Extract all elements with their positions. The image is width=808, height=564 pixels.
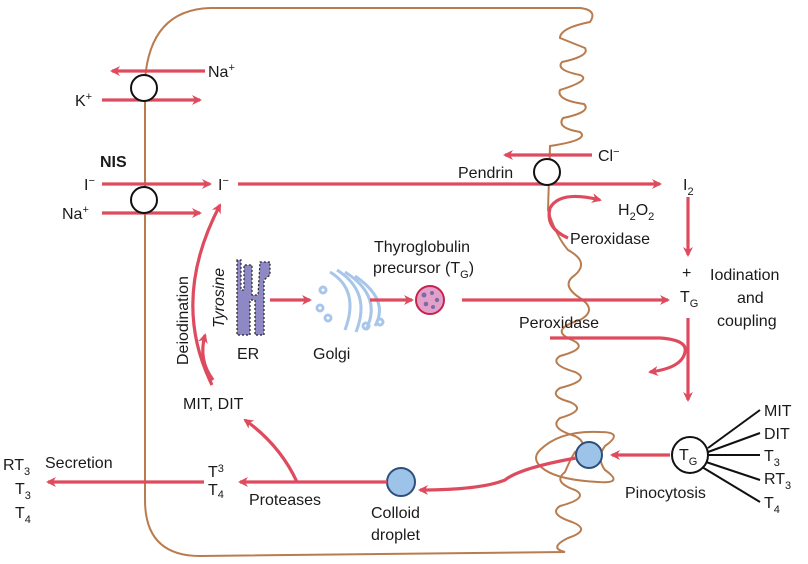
tg-component-rt3: RT3: [764, 471, 791, 492]
proteases-label: Proteases: [249, 492, 321, 509]
i2-label: I2: [683, 177, 694, 198]
tg-component-t3: T3: [764, 448, 780, 469]
pendrin-transporter: [533, 158, 561, 186]
follicular-cell: [144, 7, 594, 558]
er-icon: [236, 259, 271, 336]
iodination-line1: Iodination: [710, 267, 779, 284]
chloride-label: Cl−: [598, 146, 620, 165]
k-label: K+: [75, 91, 92, 110]
vesicle-droplet: [575, 441, 603, 469]
secreted-t4: T4: [15, 505, 31, 526]
iodide-outside-label: I−: [84, 175, 95, 194]
colloid-line2: droplet: [371, 527, 420, 544]
golgi-icon: [315, 268, 385, 333]
tg-precursor-line2: precursor (TG): [373, 260, 474, 281]
na-k-pump: [130, 74, 158, 102]
tg-spoke-mit: [707, 409, 761, 449]
h2o2-label: H2O2: [618, 202, 654, 223]
er-label: ER: [237, 346, 259, 363]
peroxidase-return-arrow: [550, 336, 687, 376]
h2o2-arrow: [547, 193, 602, 240]
pendrin-label: Pendrin: [458, 165, 513, 182]
colloid-droplet: [386, 467, 416, 497]
tg-component-t4: T4: [764, 495, 780, 516]
to-mit-dit-arrow: [243, 418, 299, 483]
tg-circle-label: TG: [679, 447, 697, 468]
iodination-line3: coupling: [717, 313, 777, 330]
tg-spoke-dit: [707, 432, 761, 453]
cell-iodide-label: I−: [218, 175, 229, 194]
nis-label: NIS: [100, 154, 127, 171]
na-out-label: Na+: [208, 62, 235, 81]
vesicle-to-colloid-arrow: [418, 456, 577, 495]
colloid-line1: Colloid: [371, 505, 420, 522]
secretion-label: Secretion: [45, 455, 113, 472]
secreted-rt3: RT3: [3, 457, 30, 478]
peroxidase-top-label: Peroxidase: [570, 231, 650, 248]
tg-precursor-line1: Thyroglobulin: [374, 239, 470, 256]
pinocytosis-label: Pinocytosis: [625, 485, 706, 502]
tg-component-mit: MIT: [764, 403, 792, 420]
iodination-line2: and: [737, 290, 764, 307]
mit-dit-label: MIT, DIT: [183, 396, 244, 413]
secreted-t3: T3: [15, 481, 31, 502]
cell-t3-label: T3: [208, 463, 224, 481]
pinocytosis-vesicle: [535, 430, 615, 484]
tg-spoke-t4: [701, 466, 761, 503]
deiodination-label: Deiodination: [175, 276, 192, 365]
tg-component-dit: DIT: [764, 426, 790, 443]
nis-transporter: [130, 186, 158, 214]
plus-sign: +: [682, 265, 691, 282]
tyrosine-arrow: [198, 333, 215, 381]
tg-spoke-rt3: [705, 461, 761, 481]
na-in-label: Na+: [62, 204, 89, 223]
tyrosine-label: Tyrosine: [211, 268, 228, 328]
tg-label: TG: [680, 289, 698, 310]
golgi-label: Golgi: [313, 346, 350, 363]
peroxidase-bottom-label: Peroxidase: [519, 315, 599, 332]
cell-t4-label: T4: [208, 482, 224, 501]
tg-precursor-icon: [415, 285, 445, 315]
